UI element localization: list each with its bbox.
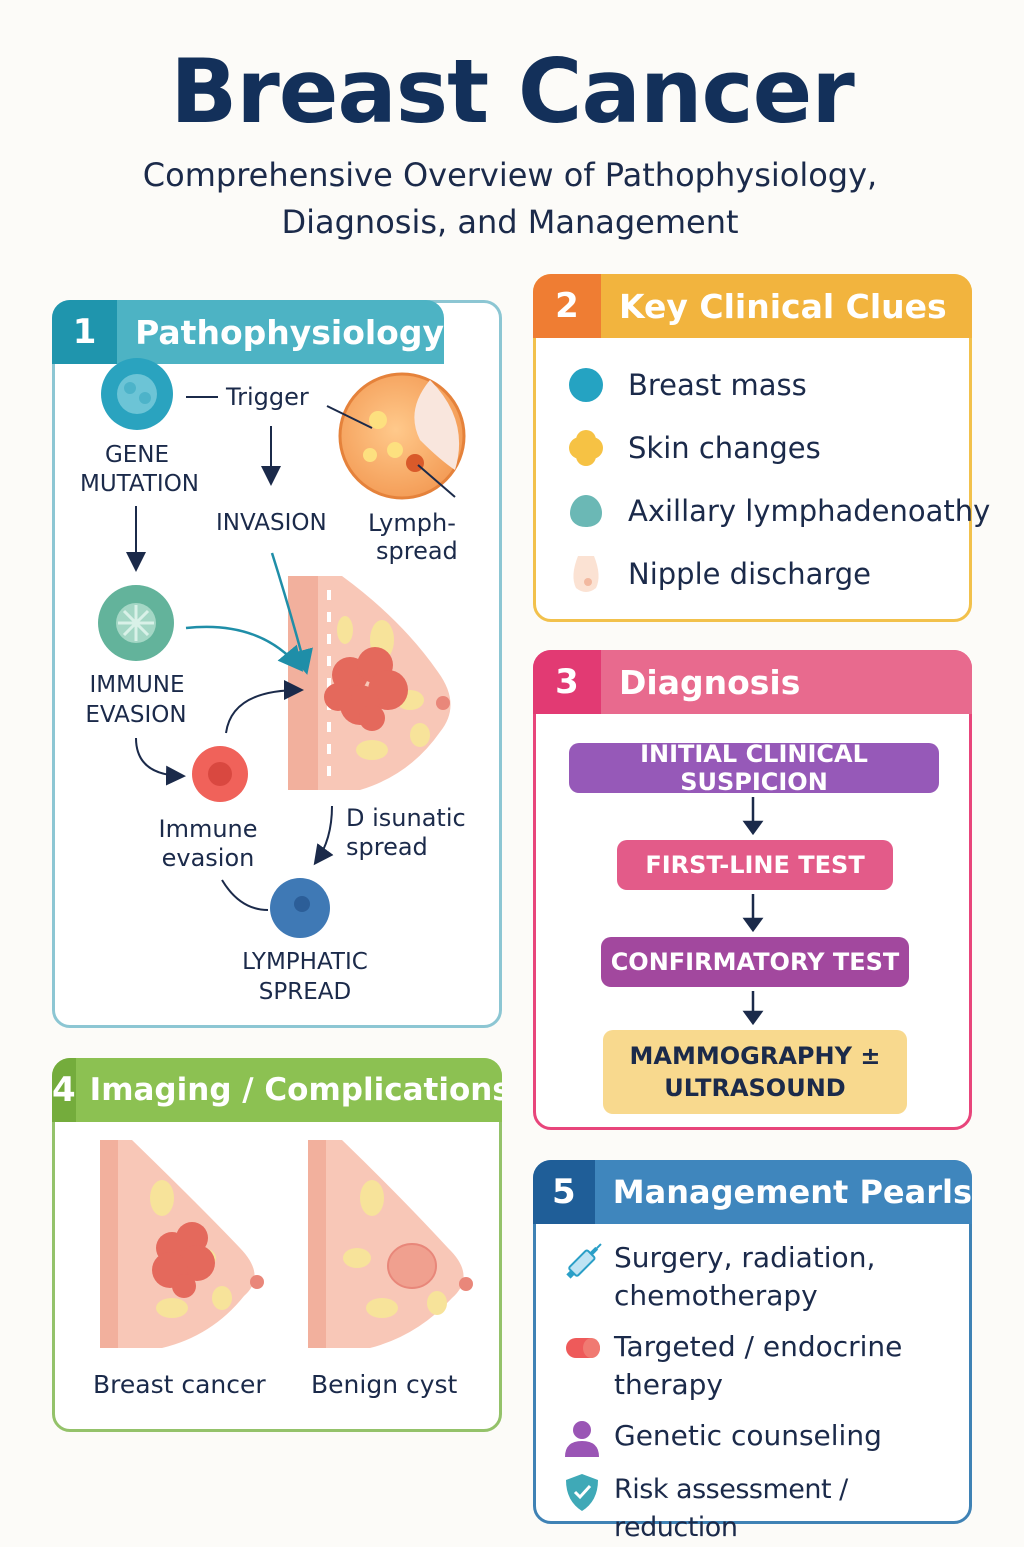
- panel-title: Diagnosis: [601, 650, 972, 714]
- immune-cell-icon: [98, 585, 174, 661]
- caption-benign-cyst: Benign cyst: [311, 1370, 458, 1399]
- subtitle-line-2: Diagnosis, and Management: [281, 203, 739, 241]
- label-dis-line1: D isunatic: [346, 804, 466, 832]
- syringe-icon: [562, 1239, 606, 1315]
- diagnosis-step-final: MAMMOGRAPHY ± ULTRASOUND: [603, 1030, 907, 1114]
- label-gene-line2: MUTATION: [79, 471, 200, 497]
- label-lymphatic-line1: LYMPHATIC: [242, 949, 368, 975]
- page-title: Breast Cancer: [170, 40, 854, 143]
- panel-pathophysiology-header: 1 Pathophysiology: [52, 300, 444, 364]
- panel-key-clinical-clues: 2 Key Clinical Clues Breast mass Skin ch…: [533, 274, 990, 622]
- shield-icon: [562, 1471, 606, 1547]
- diagnosis-step-first-line: FIRST-LINE TEST: [617, 840, 893, 890]
- imaging-illustrations: [100, 1140, 473, 1348]
- panel-number: 1: [52, 300, 118, 364]
- panel-number: 3: [533, 650, 601, 714]
- label-immune-line1: Immune: [158, 815, 258, 843]
- yellow-blob-icon: [564, 426, 608, 470]
- panel-imaging-header: 4 Imaging / Complications: [52, 1058, 502, 1122]
- diagnosis-step-confirmatory: CONFIRMATORY TEST: [601, 937, 909, 987]
- label-dis-line2: spread: [346, 833, 428, 861]
- management-item: Surgery, radiation,chemotherapy: [562, 1239, 875, 1315]
- benign-cyst-image: [308, 1140, 473, 1348]
- clue-item: Nipple discharge: [564, 552, 871, 596]
- breast-cancer-image: [100, 1140, 264, 1348]
- label-trigger: Trigger: [226, 383, 309, 411]
- panel-title: Pathophysiology: [117, 300, 444, 364]
- gene-mutation-cell-icon: [101, 358, 173, 430]
- diagnosis-arrows: [742, 797, 764, 1026]
- label-immune-caps-line2: EVASION: [85, 702, 187, 728]
- label-immune-line2: evasion: [161, 844, 255, 872]
- panel-number: 2: [533, 274, 601, 338]
- label-lymph-line2: spread: [376, 537, 458, 565]
- breast-tumor-illustration: [288, 576, 451, 790]
- label-immune-caps-line1: IMMUNE: [89, 672, 185, 698]
- lymph-node-circle-icon: [338, 372, 466, 500]
- pill-icon: [562, 1328, 606, 1404]
- label-invasion: INVASION: [216, 510, 327, 536]
- panel-title: Imaging / Complications: [75, 1058, 502, 1122]
- subtitle-line-1: Comprehensive Overview of Pathophysiolog…: [142, 156, 878, 194]
- clue-item: Skin changes: [564, 426, 821, 470]
- label-gene-line1: GENE: [104, 442, 170, 468]
- teal-dot-icon: [564, 363, 608, 407]
- clue-item: Breast mass: [564, 363, 807, 407]
- panel-number: 4: [52, 1058, 76, 1122]
- caption-breast-cancer: Breast cancer: [93, 1370, 266, 1399]
- nipple-icon: [564, 552, 608, 596]
- label-lymphatic-line2: SPREAD: [258, 979, 352, 1005]
- clue-item: Axillary lymphadenoathy: [564, 489, 990, 533]
- panel-number: 5: [533, 1160, 595, 1224]
- tumor-cell-icon: [192, 746, 248, 802]
- panel-management-header: 5 Management Pearls: [533, 1160, 972, 1224]
- management-item: Genetic counseling: [562, 1417, 882, 1465]
- panel-diagnosis: 3 Diagnosis INITIAL CLINICAL SUSPICION F…: [533, 650, 972, 1130]
- lymphatic-cell-icon: [270, 878, 330, 938]
- panel-title: Management Pearls: [594, 1160, 972, 1224]
- teal-blob-icon: [564, 489, 608, 533]
- panel-diagnosis-header: 3 Diagnosis: [533, 650, 972, 714]
- diagnosis-step-initial: INITIAL CLINICAL SUSPICION: [569, 740, 939, 796]
- label-lymph-line1: Lymph-: [368, 509, 456, 537]
- panel-management: 5 Management Pearls Surgery, radiation,c…: [533, 1160, 972, 1543]
- person-icon: [562, 1417, 606, 1465]
- panel-title: Key Clinical Clues: [601, 274, 972, 338]
- panel-clues-header: 2 Key Clinical Clues: [533, 274, 972, 338]
